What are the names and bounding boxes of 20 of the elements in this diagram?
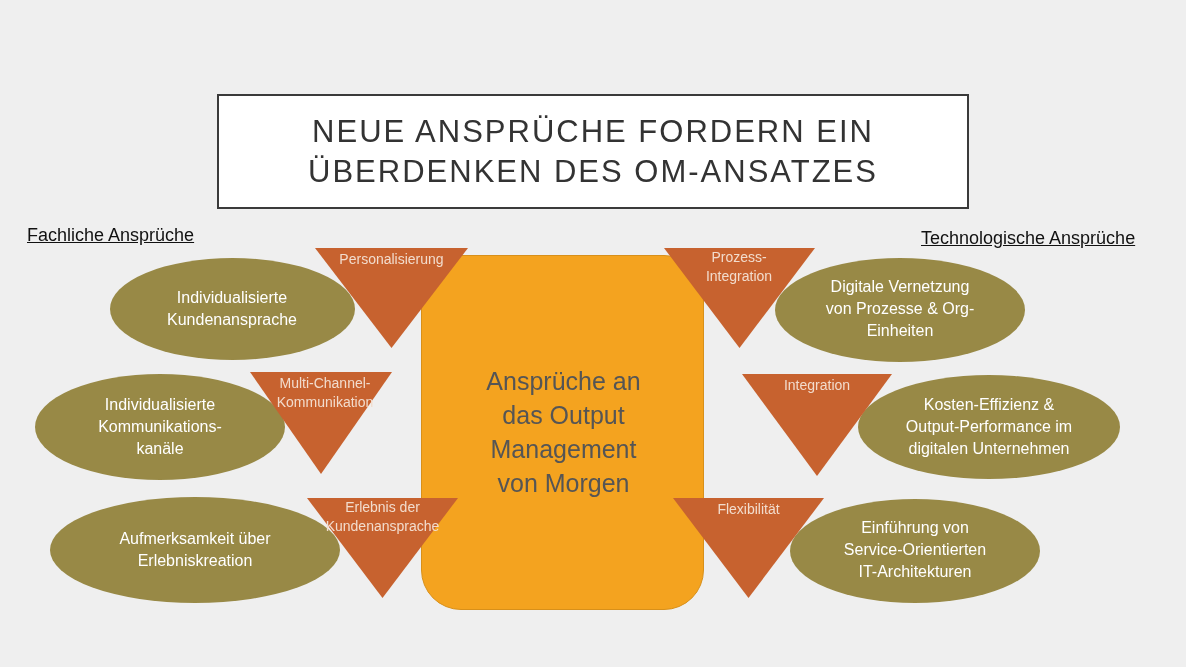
section-heading: Technologische Ansprüche xyxy=(921,228,1136,249)
triangle-banner xyxy=(664,248,815,348)
node-label: Individualisierte Kundenansprache xyxy=(166,288,298,330)
node-label: Einführung von Service-Orientierten IT-Architekturen xyxy=(842,518,988,582)
panel-heading: Ansprüche an das Output Management von Morgen xyxy=(485,366,642,499)
banner-label: Flexibilität xyxy=(716,500,781,519)
banner-label: Integration xyxy=(782,376,852,395)
node-label: Aufmerksamkeit über Erlebniskreation xyxy=(118,529,272,571)
triangle-banner xyxy=(673,498,824,598)
banner-label: Erlebnis der Kundenansprache xyxy=(324,498,441,536)
banner-label: Multi-Channel-Kommunikation xyxy=(275,374,375,412)
triangle-banner xyxy=(742,374,892,476)
node-label: Individualisierte Kommunikations-kanäle xyxy=(97,395,223,459)
triangle-banner xyxy=(315,248,468,348)
node-label: Digitale Vernetzung von Prozesse & Org-Einheiten xyxy=(825,277,975,341)
node-label: Kosten-Effizienz & Output-Performance im digitalen Unternehmen xyxy=(904,395,1074,459)
banner-label: Prozess-Integration xyxy=(704,248,774,286)
banner-label: Personalisierung xyxy=(338,250,445,269)
slide-title: NEUE ANSPRÜCHE FORDERN EIN ÜBERDENKEN DES OM-ANSATZES xyxy=(217,94,969,209)
section-heading: Fachliche Ansprüche xyxy=(27,225,195,246)
